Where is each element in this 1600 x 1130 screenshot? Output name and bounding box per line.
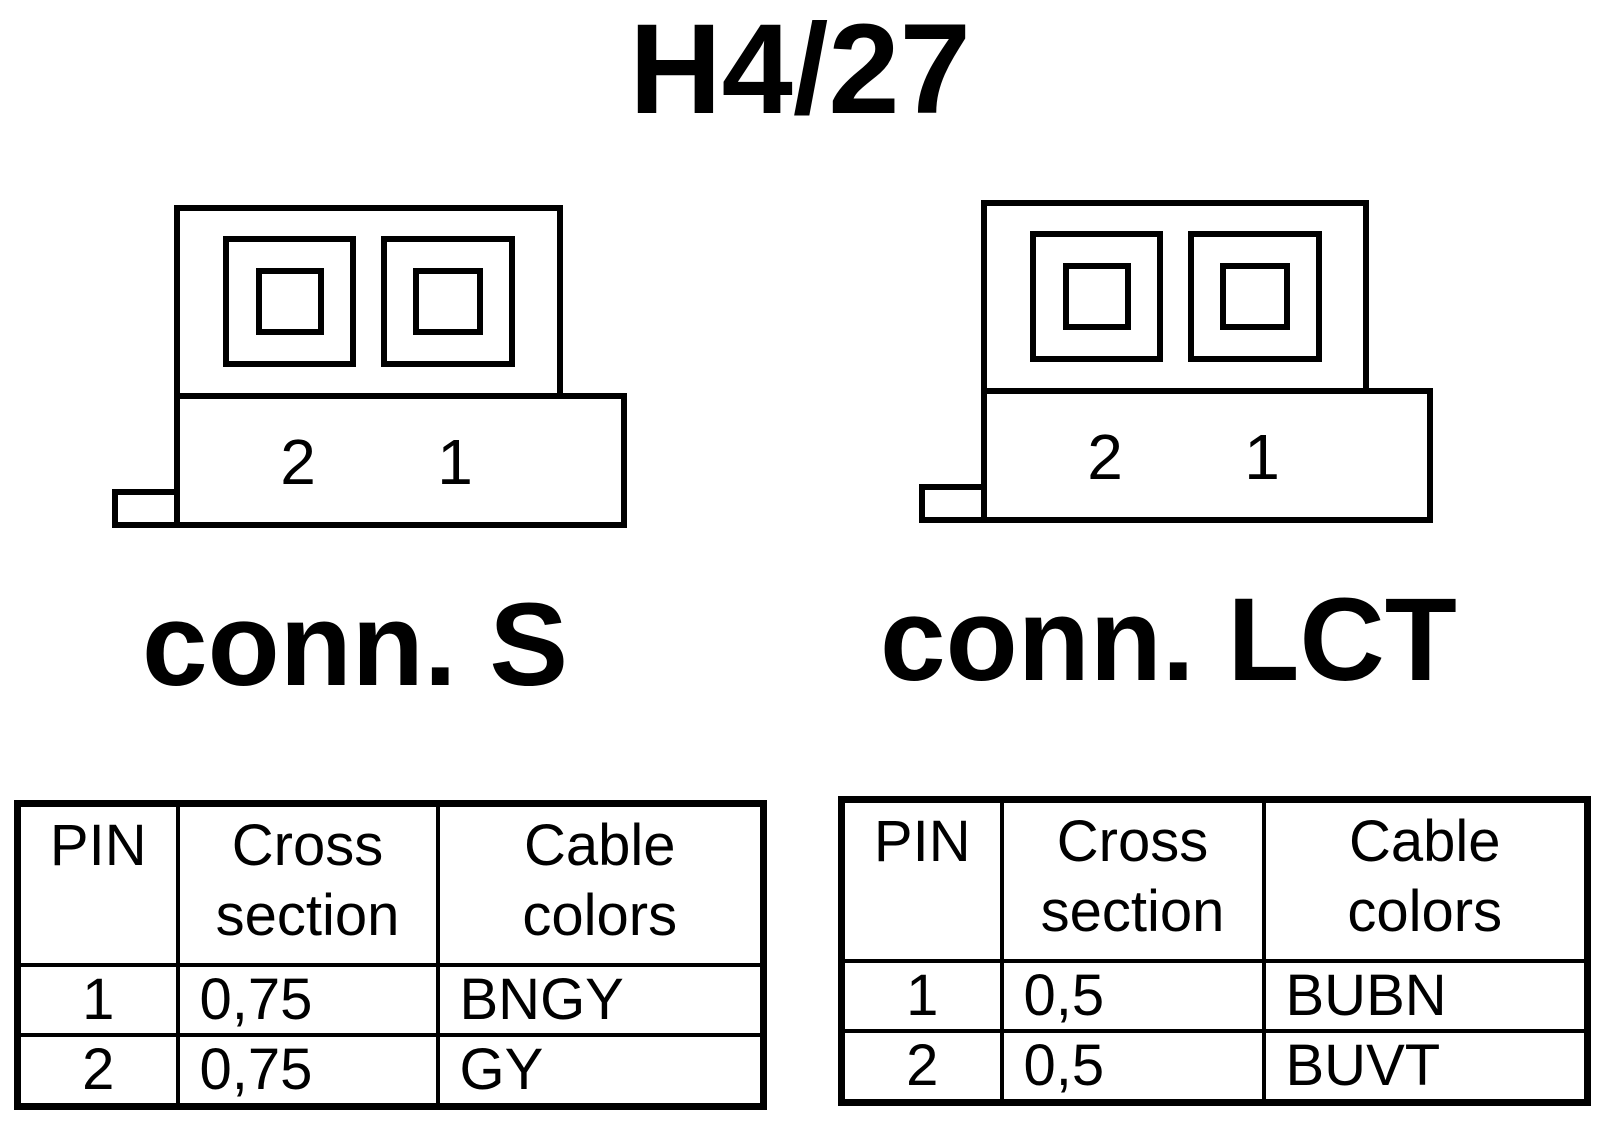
connector-lct-pin-table: PIN Cross section Cable colors 1 0,5 BUB… xyxy=(838,796,1591,1106)
header-cable-colors: Cable colors xyxy=(1261,797,1590,963)
connector-lct-pin1-socket-inner xyxy=(1220,263,1290,330)
connector-s-label: conn. S xyxy=(142,579,569,711)
connector-s-pin2-socket-inner xyxy=(256,268,324,335)
cross-section-cell: 0,5 xyxy=(999,1029,1266,1105)
connector-s-pin-label: 1 xyxy=(437,426,473,498)
cable-color-cell: BUBN xyxy=(1261,959,1590,1033)
table-header-row: PIN Cross section Cable colors xyxy=(15,801,766,967)
connector-s-pin1-socket-outer xyxy=(381,236,515,367)
cable-color-cell: GY xyxy=(435,1033,766,1109)
cross-section-cell: 0,75 xyxy=(175,963,440,1037)
header-pin: PIN xyxy=(15,801,180,967)
diagram-title: H4/27 xyxy=(629,0,971,141)
cable-color-cell: BUVT xyxy=(1261,1029,1590,1105)
header-pin: PIN xyxy=(839,797,1004,963)
pin-cell: 1 xyxy=(15,963,180,1037)
header-cross-section: Cross section xyxy=(999,797,1266,963)
connector-lct-label: conn. LCT xyxy=(880,574,1457,706)
header-cross-section: Cross section xyxy=(175,801,440,967)
connector-s-latch xyxy=(112,489,180,528)
connector-lct-latch xyxy=(919,484,987,523)
table-row: 1 0,5 BUBN xyxy=(839,959,1590,1033)
connector-s-pin1-socket-inner xyxy=(413,268,483,335)
pin-cell: 1 xyxy=(839,959,1004,1033)
table-row: 2 0,5 BUVT xyxy=(839,1029,1590,1105)
connector-s-pin-table: PIN Cross section Cable colors 1 0,75 BN… xyxy=(14,800,767,1110)
table-row: 2 0,75 GY xyxy=(15,1033,766,1109)
cross-section-cell: 0,75 xyxy=(175,1033,440,1109)
connector-lct-pin2-socket-inner xyxy=(1063,263,1131,330)
connector-lct-housing-bottom xyxy=(981,388,1433,523)
connector-s-pin-label: 2 xyxy=(280,426,316,498)
cross-section-cell: 0,5 xyxy=(999,959,1266,1033)
connector-lct-pin-label: 2 xyxy=(1087,421,1123,493)
connector-s-housing-bottom xyxy=(174,393,627,528)
header-cable-colors: Cable colors xyxy=(435,801,766,967)
table-header-row: PIN Cross section Cable colors xyxy=(839,797,1590,963)
table-row: 1 0,75 BNGY xyxy=(15,963,766,1037)
connector-lct-pin2-socket-outer xyxy=(1030,231,1163,362)
connector-lct-pin1-socket-outer xyxy=(1188,231,1322,362)
cable-color-cell: BNGY xyxy=(435,963,766,1037)
connector-s-pin2-socket-outer xyxy=(223,236,356,367)
connector-lct-pin-label: 1 xyxy=(1244,421,1280,493)
pin-cell: 2 xyxy=(839,1029,1004,1105)
pin-cell: 2 xyxy=(15,1033,180,1109)
